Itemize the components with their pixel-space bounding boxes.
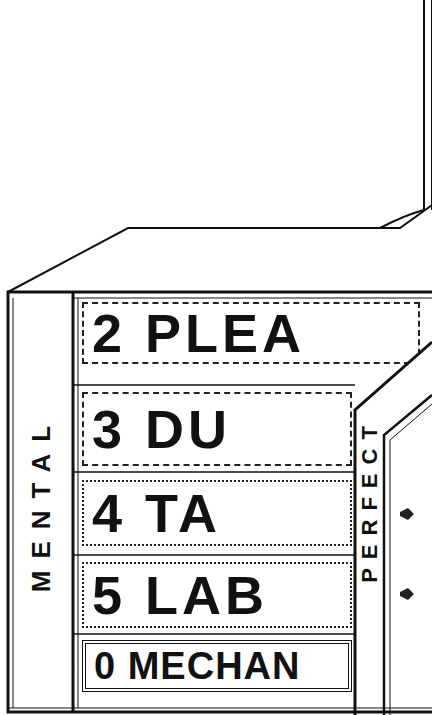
floor-label: 2 PLEA: [92, 306, 305, 360]
door-frame: PERFECT: [352, 340, 432, 715]
floor-box: 0 MECHAN: [82, 640, 352, 692]
floor-box: 3 DU: [82, 392, 352, 466]
floor-label: 4 TA: [92, 486, 221, 540]
vertical-label: MENTAL: [28, 414, 54, 592]
chimney-line: [423, 0, 425, 210]
floor-label: 3 DU: [92, 402, 231, 456]
floor-box: 4 TA: [82, 480, 352, 546]
floor-label: 0 MECHAN: [94, 647, 300, 685]
floor-box: 2 PLEA: [82, 302, 420, 364]
floor-box: 5 LAB: [82, 562, 352, 628]
vertical-label: PERFECT: [359, 417, 381, 583]
floor-label: 5 LAB: [92, 568, 268, 622]
wall-band: MENTAL: [14, 300, 72, 706]
roof: [8, 205, 432, 292]
